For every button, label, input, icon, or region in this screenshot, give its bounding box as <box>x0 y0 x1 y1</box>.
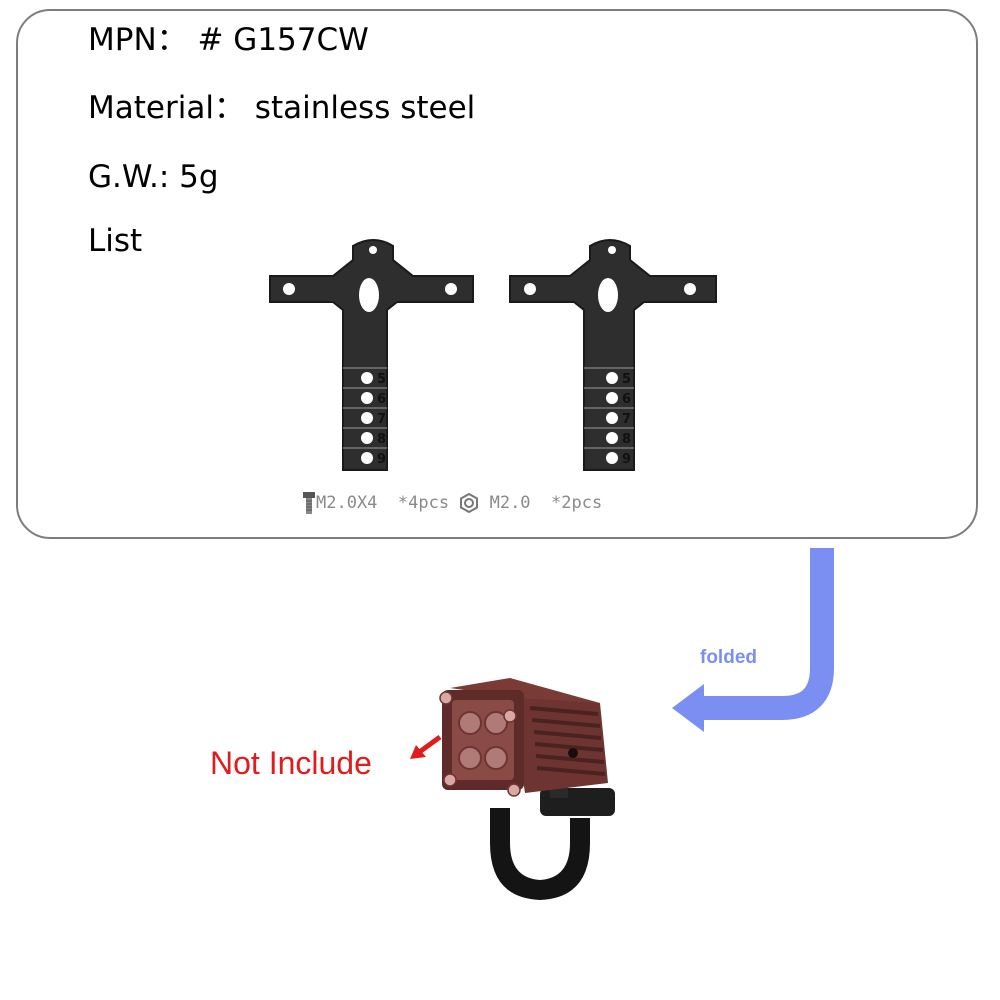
nut-quantity: *2pcs <box>551 493 603 513</box>
hole-number-5: 5 <box>377 372 386 387</box>
hole-number-7: 7 <box>377 412 386 427</box>
screw-quantity: *4pcs <box>397 493 450 513</box>
hole-number-9: 9 <box>377 452 386 467</box>
hole-number-8: 8 <box>377 432 386 447</box>
screw-icon <box>303 492 315 514</box>
list-heading: List <box>88 223 143 259</box>
hole-number-6: 6 <box>377 392 386 407</box>
hole-number-7: 7 <box>622 412 631 427</box>
material-text: Material： stainless steel <box>88 90 476 126</box>
pod-light-image <box>439 678 615 900</box>
folded-label: folded <box>700 647 757 668</box>
hole-number-9: 9 <box>622 452 631 467</box>
hole-number-6: 6 <box>622 392 631 407</box>
hole-number-8: 8 <box>622 432 631 447</box>
not-include-label: Not Include <box>210 745 372 781</box>
bracket-right: 5 6 7 8 9 <box>509 239 717 471</box>
mpn-text: MPN： # G157CW <box>88 22 369 58</box>
nut-icon <box>460 493 479 513</box>
spec-card <box>16 9 978 539</box>
nut-spec: M2.0 <box>489 493 531 513</box>
bracket-left: 5 6 7 8 9 <box>269 239 474 471</box>
gross-weight-text: G.W.: 5g <box>88 159 219 195</box>
folded-arrow-icon <box>672 548 834 732</box>
hole-number-5: 5 <box>622 372 631 387</box>
screw-spec: M2.0X4 <box>316 493 378 513</box>
hardware-row: M2.0X4 *4pcs M2.0 *2pcs <box>302 490 602 516</box>
red-arrow-icon <box>410 734 442 759</box>
